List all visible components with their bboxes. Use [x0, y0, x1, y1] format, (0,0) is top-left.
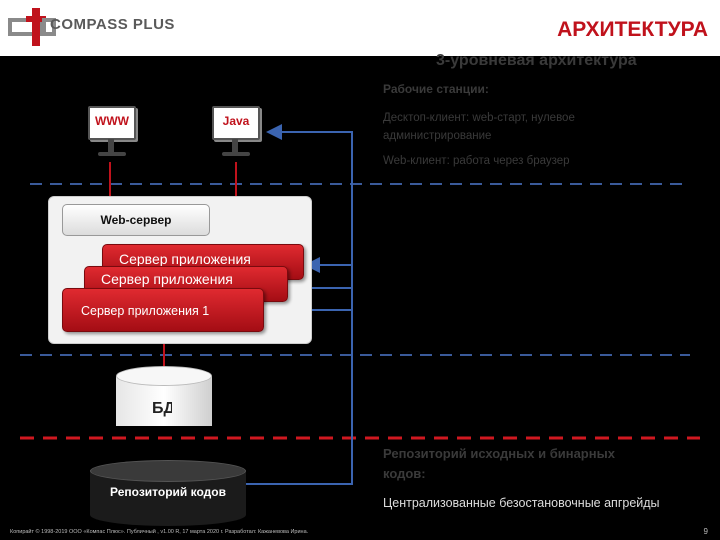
app-server-front: Сервер приложения 1: [62, 288, 264, 332]
repo-heading-line2: кодов:: [383, 466, 426, 481]
database-label: БД: [152, 400, 172, 417]
database-cylinder-icon: [116, 366, 212, 426]
repository-cylinder-icon: [90, 460, 246, 528]
web-client-text: Web-клиент: работа через браузер: [383, 155, 570, 167]
footer-copyright: Копирайт © 1998-2019 ООО «Компас Плюс». …: [10, 529, 309, 535]
workstations-heading: Рабочие станции:: [383, 82, 489, 96]
monitor-java-label: Java: [222, 114, 250, 128]
page-number: 9: [703, 527, 708, 536]
repo-to-java-arrow: [266, 124, 353, 460]
header-bar: COMPASS PLUS АРХИТЕКТУРА: [0, 0, 720, 56]
java-monitor-icon: Java: [212, 106, 260, 164]
monitor-www-label: WWW: [95, 114, 129, 128]
desktop-client-line1: Десктоп-клиент: web-старт, нулевое: [383, 112, 575, 124]
page-subtitle: 3-уровневая архитектура: [436, 52, 637, 69]
repo-outgoing-line: [246, 460, 353, 485]
repo-heading-line1: Репозиторий исходных и бинарных: [383, 446, 615, 461]
compass-plus-logo: [8, 8, 56, 46]
desktop-client-line2: администрирование: [383, 130, 492, 142]
page-title: АРХИТЕКТУРА: [557, 18, 708, 41]
www-monitor-icon: WWW: [88, 106, 136, 164]
logo-text: COMPASS PLUS: [50, 16, 175, 33]
repository-label: Репозиторий кодов: [110, 485, 226, 499]
web-server-box: Web-сервер: [62, 204, 210, 236]
repo-description: Централизованные безостановочные апгрейд…: [383, 496, 660, 510]
